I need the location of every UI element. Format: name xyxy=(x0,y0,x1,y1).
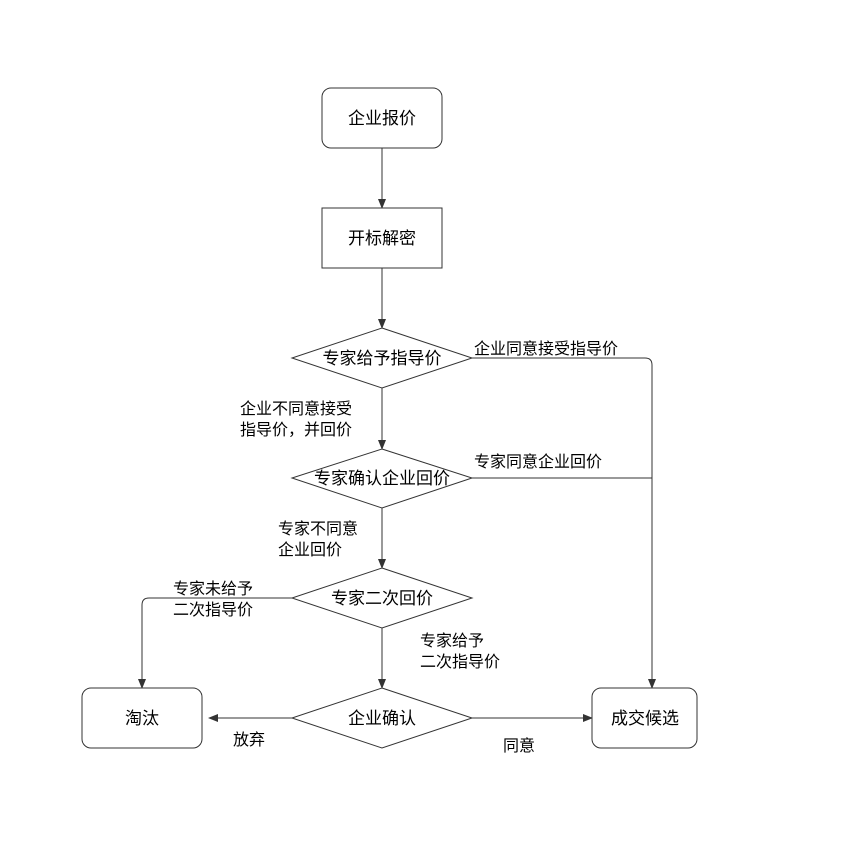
node-labels: 企业报价 开标解密 专家给予指导价 专家确认企业回价 专家二次回价 企业确认 淘… xyxy=(125,109,679,729)
node-expert-confirm-label: 专家确认企业回价 xyxy=(314,469,450,489)
edge-label-agree-counter: 专家同意企业回价 xyxy=(474,452,602,471)
edge-label-no-second-line1: 专家未给予 xyxy=(173,579,253,598)
edge-label-give-up: 放弃 xyxy=(233,730,265,749)
node-candidate-box xyxy=(591,687,698,749)
edge-label-disagree-counter-line2: 企业回价 xyxy=(278,540,342,559)
node-expert-confirm-diamond xyxy=(290,448,474,509)
edge-expert-guide-to-candidate xyxy=(472,357,656,689)
node-unseal-label: 开标解密 xyxy=(348,229,416,249)
node-expert-second-diamond xyxy=(290,567,474,629)
node-quote-label: 企业报价 xyxy=(348,109,416,129)
node-eliminate-label: 淘汰 xyxy=(125,709,159,729)
node-company-confirm-diamond xyxy=(290,687,474,749)
edge-label-agree: 同意 xyxy=(503,736,535,755)
node-expert-second-label: 专家二次回价 xyxy=(331,589,433,609)
edge-label-no-second-line2: 二次指导价 xyxy=(173,600,253,619)
edge-labels: 企业同意接受指导价 企业不同意接受 指导价，并回价 专家同意企业回价 专家不同意… xyxy=(173,339,618,755)
edges xyxy=(138,148,656,722)
node-unseal-box xyxy=(321,207,443,269)
edge-label-reject-guide-line2: 指导价，并回价 xyxy=(240,420,352,439)
nodes xyxy=(81,87,698,749)
node-candidate-label: 成交候选 xyxy=(611,709,679,729)
node-company-confirm-label: 企业确认 xyxy=(348,709,416,729)
node-expert-guide-label: 专家给予指导价 xyxy=(323,349,442,369)
edge-label-give-second-line2: 二次指导价 xyxy=(420,652,500,671)
edge-label-give-second-line1: 专家给予 xyxy=(420,631,484,650)
node-expert-guide-diamond xyxy=(290,327,474,389)
edge-label-disagree-counter-line1: 专家不同意 xyxy=(278,519,358,538)
edge-label-accept-guide: 企业同意接受指导价 xyxy=(474,339,618,358)
node-eliminate-box xyxy=(81,687,203,749)
node-quote-box xyxy=(321,87,443,149)
edge-label-reject-guide-line1: 企业不同意接受 xyxy=(240,399,352,418)
edge-expert-second-to-eliminate xyxy=(138,597,292,689)
